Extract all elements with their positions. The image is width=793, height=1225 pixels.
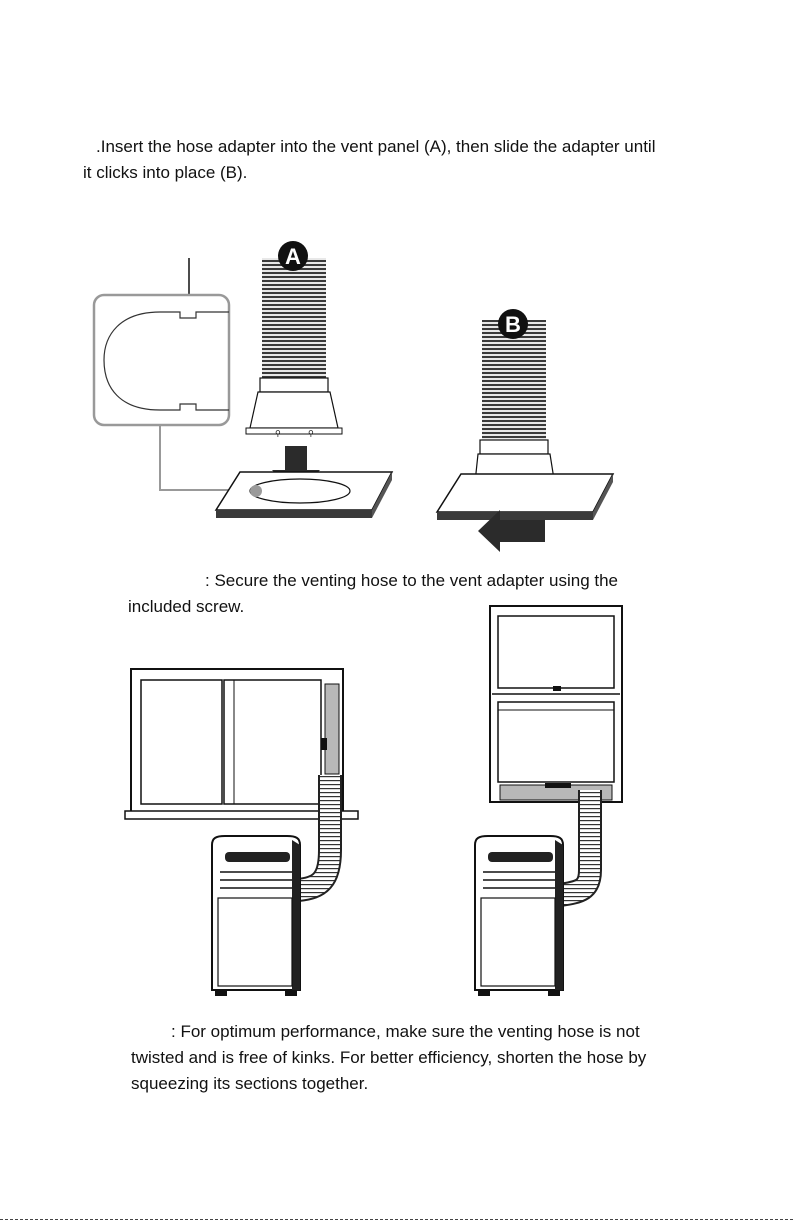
left-arrow — [478, 510, 545, 552]
note-2-line-3: squeezing its sections together. — [131, 1074, 369, 1093]
vent-panel-b — [435, 473, 615, 520]
ac-unit-2 — [474, 835, 564, 996]
step-instruction-line-2: it clicks into place (B). — [83, 163, 248, 182]
step-instruction-line-1: .Insert the hose adapter into the vent p… — [96, 137, 656, 156]
hose-a: ⚲ ⚲ — [245, 258, 343, 438]
label-a-badge: A — [278, 241, 308, 271]
vent-panel-a — [214, 471, 394, 518]
page-edge-dashed-line — [0, 1219, 793, 1220]
down-arrow — [272, 446, 320, 496]
detail-callout — [92, 258, 250, 491]
label-b-badge: B — [498, 309, 528, 339]
hose-adapter-figure: ⚲ ⚲ A B — [92, 241, 615, 552]
svg-text:⚲: ⚲ — [308, 429, 314, 438]
sliding-window — [124, 668, 359, 820]
label-a: A — [285, 244, 301, 269]
svg-text:⚲: ⚲ — [275, 429, 281, 438]
installation-figure — [124, 605, 623, 996]
note-1-line-2: included screw. — [128, 597, 245, 616]
note-1-line-1: : Secure the venting hose to the vent ad… — [205, 571, 619, 590]
hung-window — [489, 605, 623, 803]
ac-unit-1 — [211, 835, 301, 996]
note-2-line-1: : For optimum performance, make sure the… — [171, 1022, 640, 1041]
note-2-line-2: twisted and is free of kinks. For better… — [131, 1048, 647, 1067]
label-b: B — [505, 312, 521, 337]
